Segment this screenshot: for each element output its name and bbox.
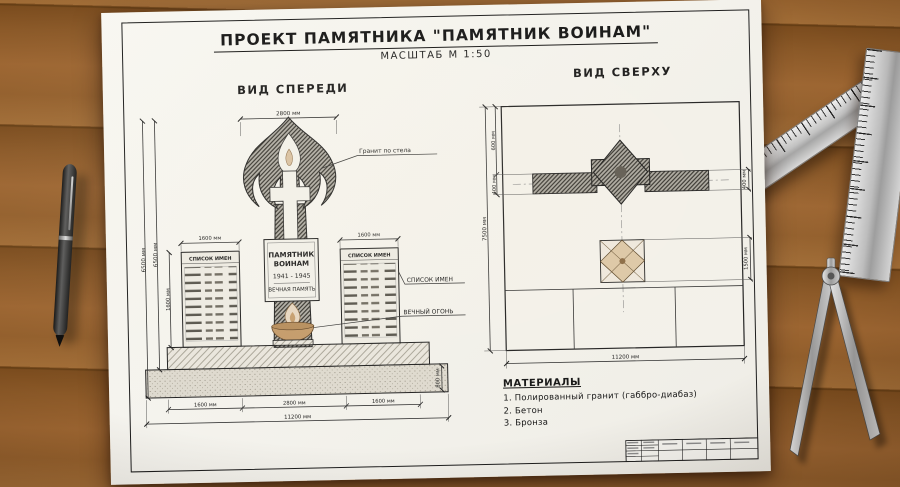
dim-panel-top-left: 1600 мм	[198, 235, 221, 241]
panel-plan-left	[532, 172, 598, 195]
blueprint-paper: ПРОЕКТ ПАМЯТНИКА "ПАМЯТНИК ВОИНАМ" МАСШТ…	[101, 0, 771, 485]
eternal-flame-core	[289, 312, 296, 323]
dim-panel-height: 1600 мм	[165, 288, 171, 311]
plan-step-line	[505, 285, 743, 291]
dim-height-inner: 6500 мм	[153, 243, 160, 268]
names-panel-left-header: СПИСОК ИМЕН	[189, 256, 232, 263]
title-block-stamp	[624, 436, 759, 462]
names-list-right	[343, 262, 398, 339]
dim-plan-right-400: 400 мм	[742, 170, 748, 190]
plaque-line1: ПАМЯТНИК	[268, 251, 314, 260]
niche-flame	[285, 148, 293, 166]
top-view-heading: ВИД СВЕРХУ	[573, 64, 672, 80]
callout-eternal-flame: ВЕЧНЫЙ ОГОНЬ	[403, 308, 453, 316]
dim-plan-left-600: 600 мм	[491, 131, 497, 151]
plaque-line4: ВЕЧНАЯ ПАМЯТЬ	[268, 287, 316, 294]
top-view-drawing: ВИД СВЕРХУ	[479, 64, 755, 369]
compass-leg-right	[827, 277, 881, 441]
plaque-divider	[273, 282, 310, 284]
dim-plan-right-1500: 1500 мм	[743, 247, 749, 270]
materials-block: МАТЕРИАЛЫ 1. Полированный гранит (габбро…	[503, 375, 698, 432]
dim-bottom-right: 1600 мм	[372, 398, 395, 404]
plaque-inner-border	[267, 241, 316, 299]
plan-divider-right	[674, 286, 677, 347]
names-panel-right-header: СПИСОК ИМЕН	[348, 252, 391, 259]
dim-panel-top-right: 1600 мм	[357, 232, 380, 238]
flame-bowl-pedestal	[272, 339, 314, 346]
top-dimensions	[479, 103, 755, 369]
flame-plan-center	[619, 258, 626, 265]
front-dimensions	[139, 114, 452, 429]
compass-hinge-screw	[827, 272, 835, 280]
front-view-heading: ВИД СПЕРЕДИ	[237, 81, 348, 97]
names-list-left	[184, 265, 239, 342]
pen-band	[58, 235, 73, 241]
plaque-line3: 1941 - 1945	[273, 273, 311, 281]
dim-height-outer: 6500 мм	[141, 248, 148, 273]
memorial-plaque	[263, 237, 320, 303]
front-callout-leaders	[313, 153, 466, 328]
dim-plan-left-400: 400 мм	[492, 175, 498, 195]
panel-plan-right	[644, 169, 710, 193]
dim-plan-bottom-total: 11200 мм	[612, 354, 640, 361]
plan-view	[500, 101, 745, 352]
materials-item-2: 2. Бетон	[503, 405, 543, 417]
dim-bottom-left: 1600 мм	[194, 402, 217, 408]
callout-granite: Гранит по стела	[359, 147, 411, 155]
drafting-compass	[789, 257, 887, 465]
materials-item-3: 3. Бронза	[503, 417, 549, 429]
dim-top-width: 2800 мм	[276, 111, 301, 118]
panel-right-header-rule	[340, 259, 399, 261]
flame-bowl-rim	[271, 321, 315, 331]
front-view-drawing: ВИД СПЕРЕДИ ПАМЯТНИК ВОИНАМ 1941 - 1945 …	[139, 81, 466, 429]
dim-plan-left-total: 7500 мм	[482, 217, 489, 241]
stella-plan-center	[614, 166, 627, 179]
dim-bottom-total: 11200 мм	[284, 414, 311, 421]
panel-left-header-rule	[181, 262, 240, 265]
monument-front: ПАМЯТНИК ВОИНАМ 1941 - 1945 ВЕЧНАЯ ПАМЯТ…	[145, 116, 449, 399]
plan-divider-left	[572, 289, 575, 350]
callout-names: СПИСОК ИМЕН	[407, 276, 453, 284]
dim-base-height: 800 мм	[435, 368, 441, 388]
materials-item-1: 1. Полированный гранит (габбро-диабаз)	[503, 389, 698, 404]
plan-outline	[500, 101, 745, 352]
plaque-line2: ВОИНАМ	[274, 260, 310, 269]
dim-bottom-center: 2800 мм	[283, 400, 306, 406]
